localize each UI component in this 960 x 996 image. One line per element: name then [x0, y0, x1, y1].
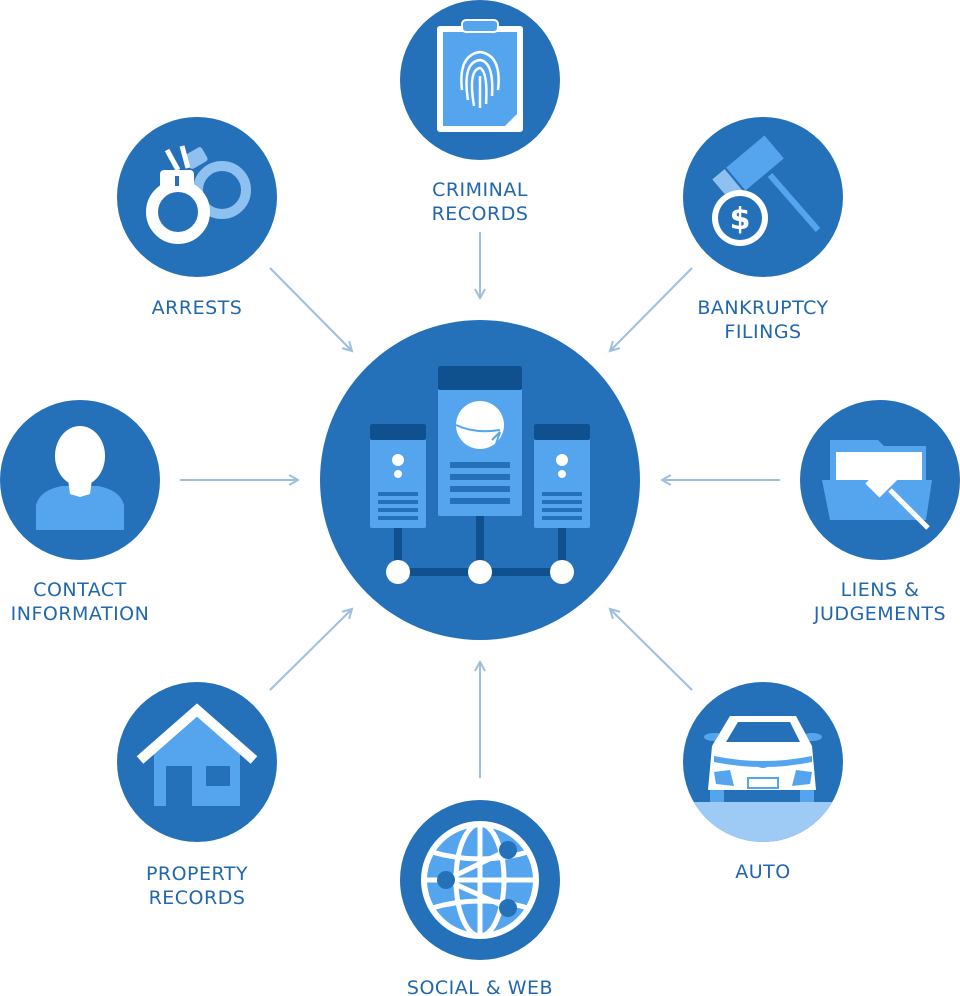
node-arrests: ARRESTS	[117, 117, 277, 319]
node-liens-judgements: LIENS & JUDGEMENTS	[800, 400, 960, 625]
label-line: LIENS &	[841, 579, 920, 601]
label-line: CONTACT	[33, 579, 127, 601]
node-property-records: PROPERTY RECORDS	[117, 682, 277, 909]
folder-gavel-icon	[822, 440, 932, 530]
node-auto: AUTO	[683, 682, 843, 883]
label-line: PROPERTY	[146, 863, 248, 885]
house-icon	[136, 703, 258, 806]
node-social-web: SOCIAL & WEB	[400, 800, 560, 996]
label-line: INFORMATION	[11, 603, 150, 625]
label-line: RECORDS	[149, 887, 246, 909]
label-line: SOCIAL & WEB	[407, 977, 553, 996]
arrow-property	[269, 609, 352, 691]
node-contact-information: CONTACT INFORMATION	[0, 400, 160, 625]
node-criminal-records: CRIMINAL RECORDS	[400, 0, 560, 225]
server-network-icon	[320, 320, 640, 640]
label-line: RECORDS	[432, 203, 529, 225]
node-bankruptcy-filings: $ BANKRUPTCY FILINGS	[683, 117, 843, 343]
arrows	[180, 232, 780, 778]
arrow-arrests	[269, 267, 352, 351]
arrow-bankruptcy	[610, 267, 693, 351]
gavel-dollar-icon: $	[712, 135, 821, 246]
label-line: CRIMINAL	[432, 179, 528, 201]
person-icon	[36, 426, 124, 530]
handcuffs-icon	[146, 145, 251, 244]
label-line: ARRESTS	[152, 297, 243, 319]
svg-text:$: $	[730, 202, 751, 237]
globe-network-icon	[421, 821, 539, 939]
label-line: AUTO	[735, 861, 790, 883]
label-line: BANKRUPTCY	[697, 297, 828, 319]
fingerprint-clipboard-icon	[437, 19, 523, 132]
label-line: JUDGEMENTS	[813, 603, 946, 625]
arrow-auto	[610, 609, 693, 691]
label-line: FILINGS	[724, 321, 801, 343]
car-icon	[704, 716, 822, 802]
